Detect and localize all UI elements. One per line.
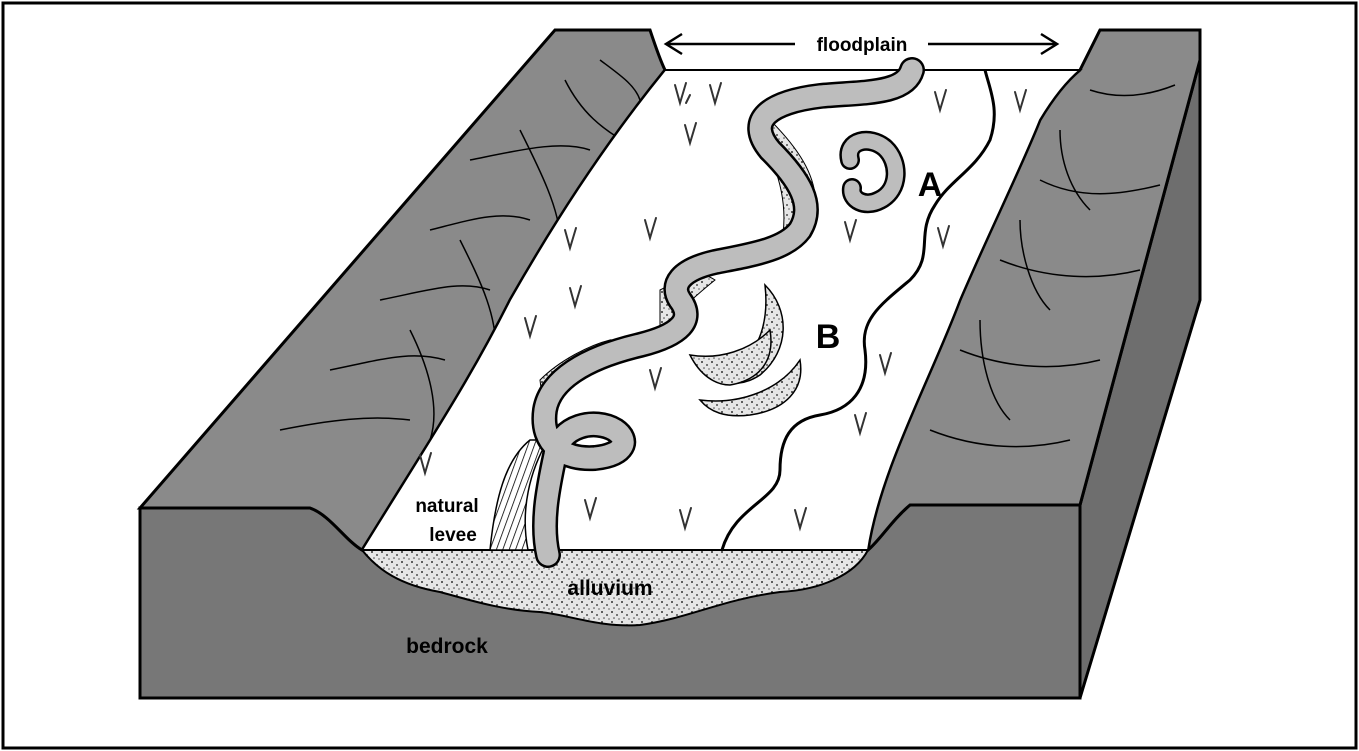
- natural-levee-label-line2: levee: [429, 525, 477, 546]
- point-b-label: B: [816, 318, 841, 356]
- floodplain-label: floodplain: [817, 35, 908, 56]
- alluvium-label: alluvium: [567, 577, 652, 600]
- bedrock-label: bedrock: [406, 635, 488, 658]
- natural-levee-label-line1: natural: [415, 496, 478, 517]
- point-a-label: A: [918, 166, 943, 204]
